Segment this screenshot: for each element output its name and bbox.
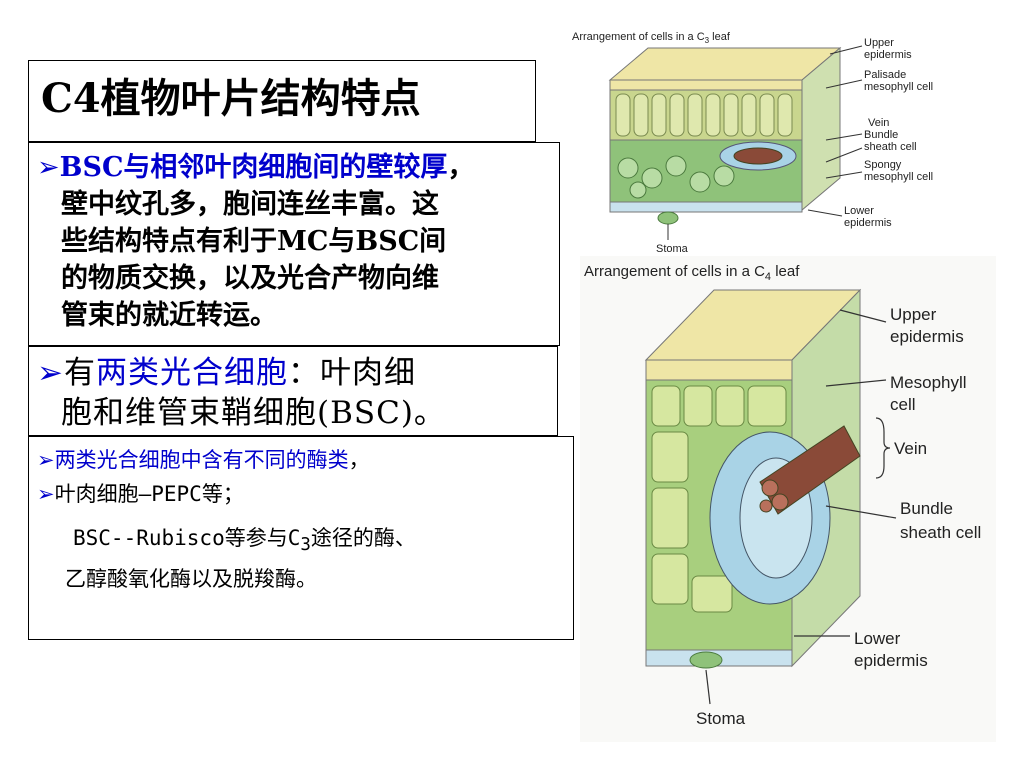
wall-structure-box: ➢BSC与相邻叶肉细胞间的壁较厚， 壁中纹孔多，胞间连丝丰富。这 些结构特点有利… (28, 142, 560, 346)
two-cell-types-highlight: 两类光合细胞 (95, 355, 288, 391)
c4-label-mesophyll-cell: cell (890, 395, 916, 414)
c4-label-lower-epidermis: epidermis (854, 651, 928, 670)
c4-label-upper: Upper (890, 305, 937, 324)
wall-structure-line-2: 壁中纹孔多，胞间连丝丰富。这 (61, 189, 439, 220)
c3-label-sheath: sheath cell (864, 141, 917, 153)
c3-label-lower-epidermis: epidermis (844, 217, 892, 229)
enzymes-item-3-sub: 3 (300, 535, 311, 556)
wall-structure-line-4: 的物质交换，以及光合产物向维 (61, 263, 439, 294)
c4-label-epidermis: epidermis (890, 327, 964, 346)
c3-label-lower: Lower (844, 205, 874, 217)
bullet-arrow-icon: ➢ (37, 448, 55, 472)
c3-figure-title: Arrangement of cells in a C3 leaf (572, 31, 731, 45)
enzymes-box: ➢两类光合细胞中含有不同的酶类， ➢叶肉细胞—PEPC等； BSC--Rubis… (28, 436, 574, 640)
wall-structure-punct: ， (447, 152, 475, 183)
wall-structure-highlight: BSC与相邻叶肉细胞间的壁较厚 (59, 152, 448, 183)
c3-leaf-figure: Arrangement of cells in a C3 leaf (568, 28, 986, 258)
two-cell-types-rest: ：叶肉细 (287, 355, 416, 391)
enzymes-item-2: ➢叶肉细胞—PEPC等； (37, 477, 573, 511)
two-cell-types-box: ➢有两类光合细胞：叶肉细 胞和维管束鞘细胞(BSC)。 (28, 346, 558, 436)
c4-label-mesophyll: Mesophyll (890, 373, 967, 392)
c3-label-mesophyll: mesophyll cell (864, 81, 933, 93)
enzymes-item-3-pre: BSC--Rubisco等参与C (73, 526, 301, 550)
c3-label-epidermis: epidermis (864, 49, 912, 61)
c3-leaf-illustration: Arrangement of cells in a C3 leaf (572, 31, 933, 255)
enzymes-punct: ， (348, 448, 370, 472)
wall-structure-line-3: 些结构特点有利于MC与BSC间 (61, 226, 447, 257)
enzymes-highlight: 两类光合细胞中含有不同的酶类 (54, 448, 349, 472)
title-box: C4植物叶片结构特点 (28, 60, 536, 142)
enzymes-item-3-post: 途径的酶、 (310, 526, 416, 550)
two-cell-types-line-1: ➢有两类光合细胞：叶肉细 (37, 353, 557, 393)
c4-label-lower: Lower (854, 629, 901, 648)
c3-label-stoma: Stoma (656, 243, 689, 255)
two-cell-types-text: ➢有两类光合细胞：叶肉细 胞和维管束鞘细胞(BSC)。 (37, 353, 557, 433)
two-cell-types-prefix: 有 (63, 355, 96, 391)
c4-label-sheath: sheath cell (900, 523, 981, 542)
wall-structure-line-5: 管束的就近转运。 (61, 300, 277, 331)
c3-label-bundle: Bundle (864, 129, 898, 141)
enzymes-item-2-text: 叶肉细胞—PEPC等； (54, 482, 244, 506)
enzymes-item-3: BSC--Rubisco等参与C3途径的酶、 (37, 521, 573, 562)
bullet-arrow-icon: ➢ (37, 355, 64, 391)
wall-structure-text: ➢BSC与相邻叶肉细胞间的壁较厚， 壁中纹孔多，胞间连丝丰富。这 些结构特点有利… (37, 149, 559, 334)
c4-figure-title: Arrangement of cells in a C4 leaf (584, 263, 800, 283)
enzymes-text: ➢两类光合细胞中含有不同的酶类， ➢叶肉细胞—PEPC等； BSC--Rubis… (37, 443, 573, 596)
c3-label-spongy-cell: mesophyll cell (864, 171, 933, 183)
c4-leaf-illustration: Arrangement of cells in a C4 leaf (584, 263, 981, 728)
bullet-arrow-icon: ➢ (37, 152, 60, 183)
wall-structure-line-1: ➢BSC与相邻叶肉细胞间的壁较厚， (37, 149, 559, 186)
enzymes-item-1: ➢两类光合细胞中含有不同的酶类， (37, 443, 573, 477)
c4-label-stoma: Stoma (696, 709, 746, 728)
slide-title: C4植物叶片结构特点 (41, 75, 421, 122)
c3-label-spongy: Spongy (864, 159, 902, 171)
two-cell-types-line-2: 胞和维管束鞘细胞(BSC)。 (61, 395, 446, 431)
c3-label-palisade: Palisade (864, 69, 906, 81)
c4-label-vein: Vein (894, 439, 927, 458)
c3-label-vein: Vein (868, 117, 889, 129)
bullet-arrow-icon: ➢ (37, 482, 55, 506)
c4-leaf-figure: Arrangement of cells in a C4 leaf (580, 256, 996, 742)
c4-label-bundle: Bundle (900, 499, 953, 518)
c3-label-upper: Upper (864, 37, 894, 49)
enzymes-item-3-line-2: 乙醇酸氧化酶以及脱羧酶。 (65, 567, 317, 592)
